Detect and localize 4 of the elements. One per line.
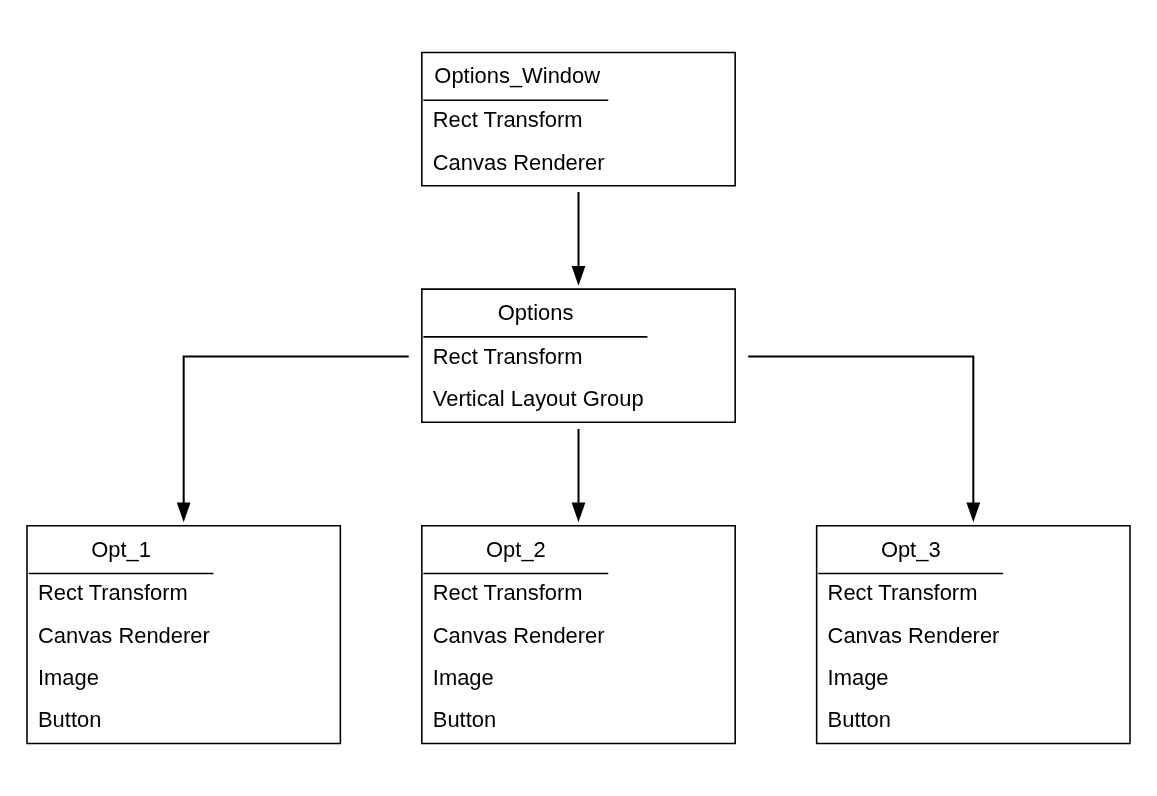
arrow: [748, 355, 981, 523]
arrow: [571, 428, 586, 523]
arrow: [176, 355, 409, 523]
arrow: [571, 192, 586, 286]
